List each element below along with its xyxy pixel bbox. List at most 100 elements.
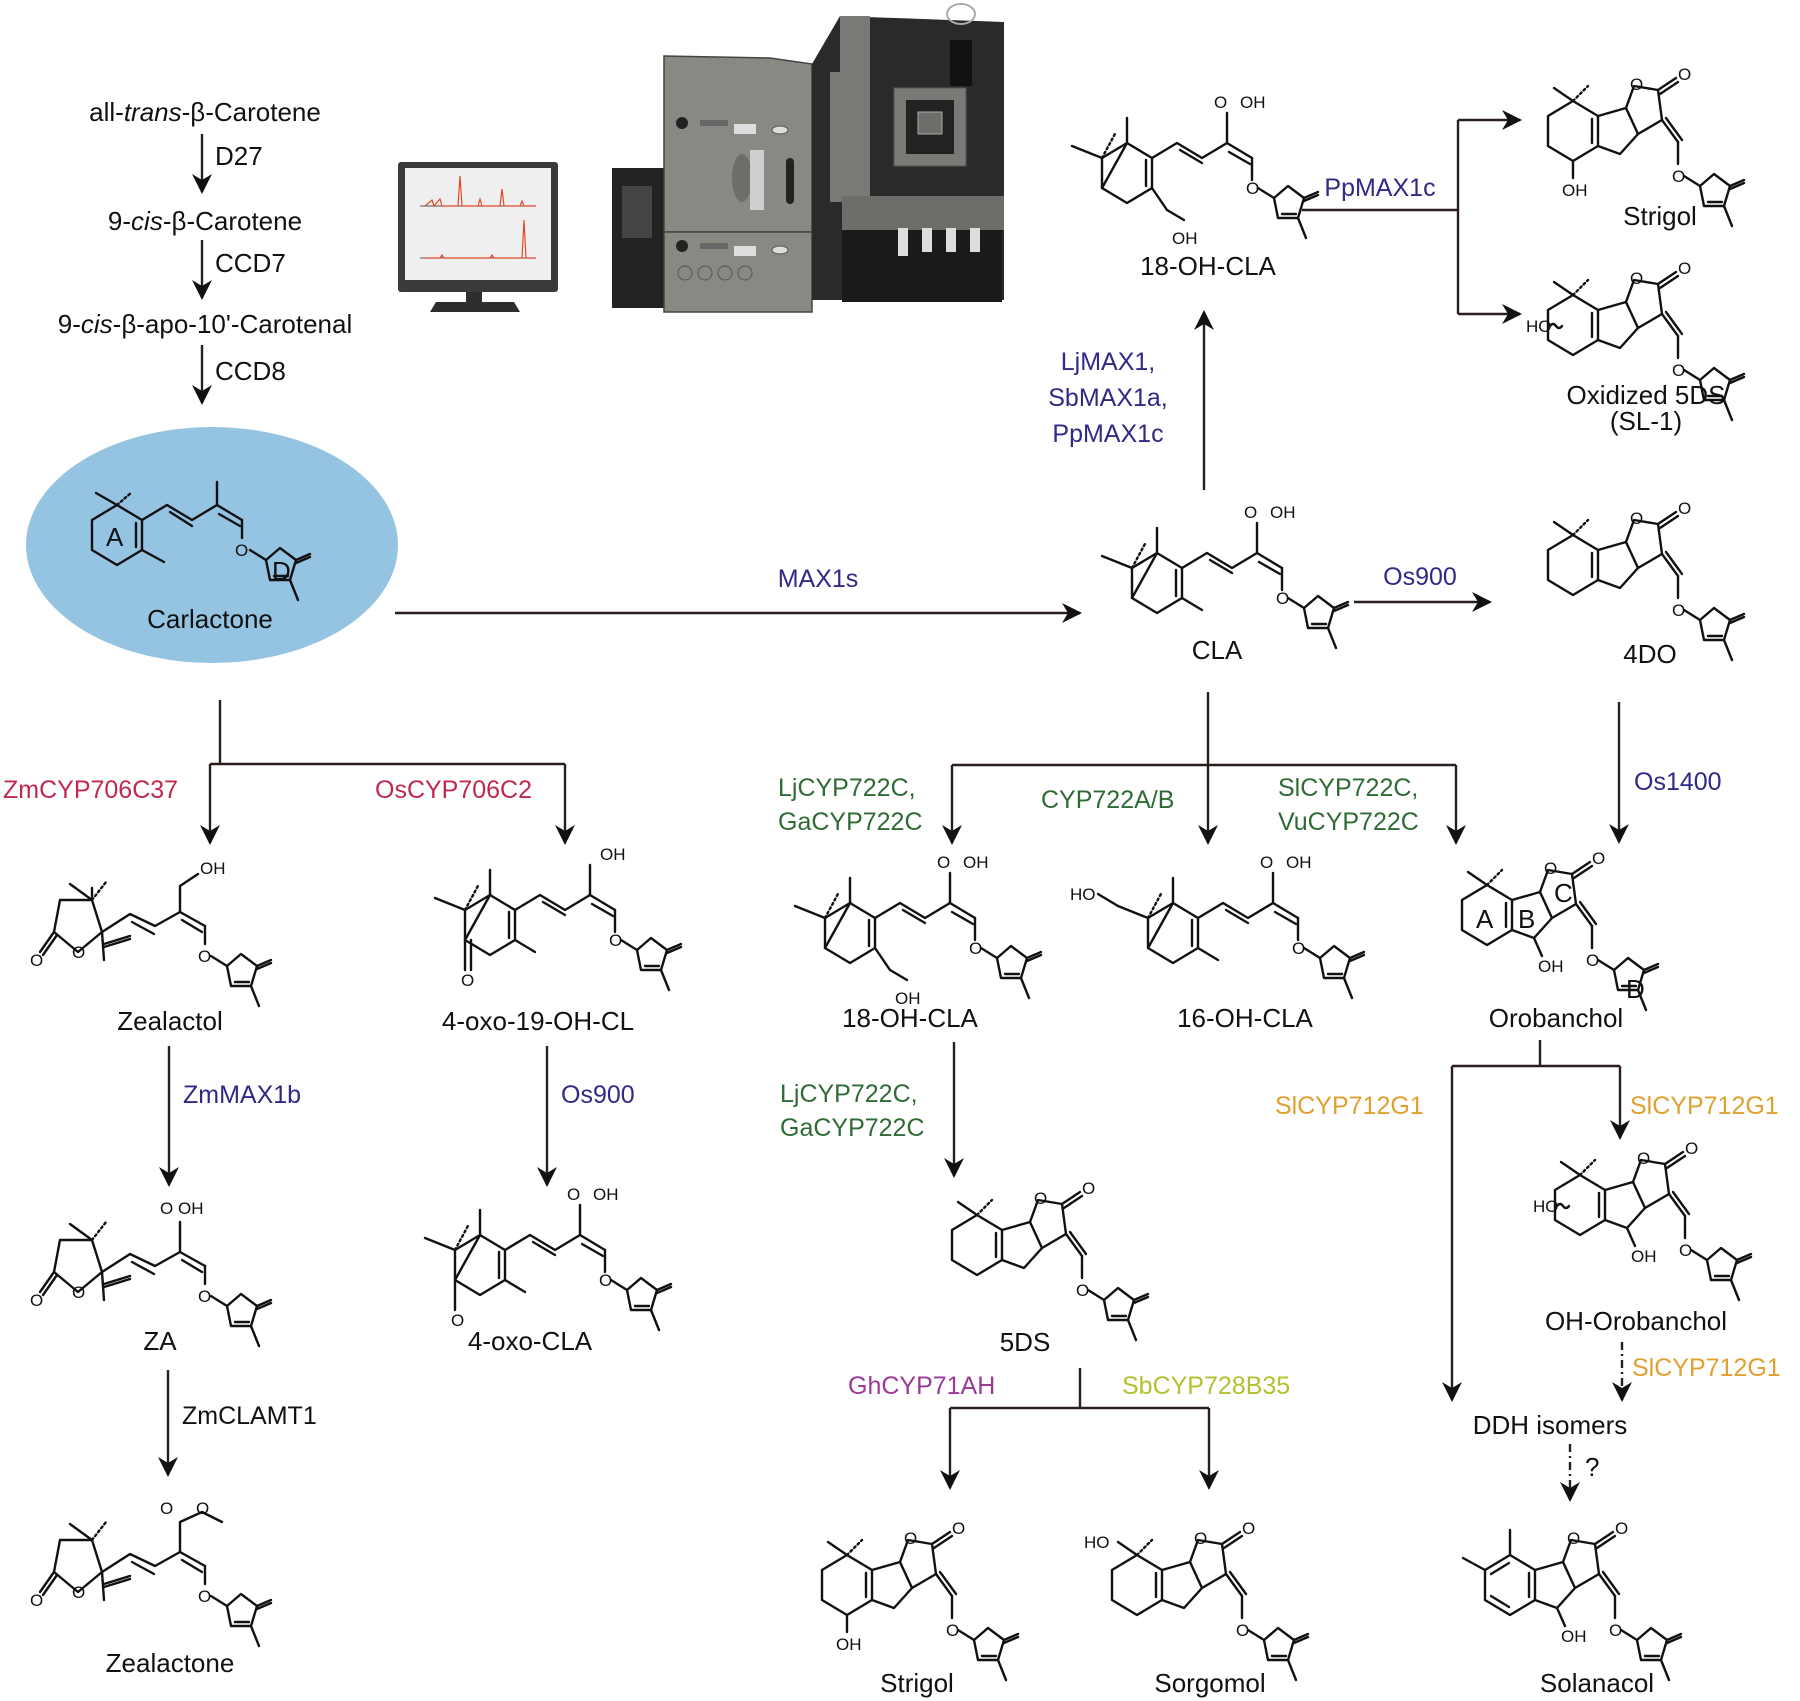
atom-o: O bbox=[1034, 1189, 1047, 1208]
atom-o: O bbox=[72, 1283, 85, 1302]
compound-zealactol: Zealactol bbox=[117, 1006, 223, 1036]
4-oxo-19-oh-cl-structure: O OH O bbox=[433, 845, 683, 992]
atom-oh: OH bbox=[836, 1635, 862, 1654]
compound-16-oh-cla: 16-OH-CLA bbox=[1177, 1003, 1313, 1033]
monitor bbox=[398, 162, 558, 312]
compound-9-cis-beta-apo-10-carotenal: 9-cis-β-apo-10'-Carotenal bbox=[58, 309, 353, 339]
atom-o: O bbox=[1244, 503, 1257, 522]
enzyme-os900-right: Os900 bbox=[1383, 563, 1457, 591]
atom-o: O bbox=[1678, 499, 1691, 518]
atom-oh: OH bbox=[1562, 181, 1588, 200]
strigol-bottom-structure: OH O O O bbox=[820, 1519, 1020, 1682]
enzyme-vucyp722c: VuCYP722C bbox=[1278, 808, 1419, 836]
enzyme-cyp722ab: CYP722A/B bbox=[1041, 786, 1174, 814]
enzyme-sbcyp728b35: SbCYP728B35 bbox=[1122, 1372, 1290, 1400]
atom-o: O bbox=[1592, 849, 1605, 868]
atom-o: O bbox=[1260, 853, 1273, 872]
enzyme-ccd7: CCD7 bbox=[215, 248, 286, 278]
atom-o: O bbox=[904, 1529, 917, 1548]
compound-solanacol: Solanacol bbox=[1540, 1668, 1654, 1698]
atom-o: O bbox=[1630, 75, 1643, 94]
enzyme-slcyp712g1-dashed: SlCYP712G1 bbox=[1632, 1354, 1781, 1382]
atom-o: O bbox=[1672, 361, 1685, 380]
ring-label-c: C bbox=[1554, 878, 1573, 908]
compound-4-oxo-cla: 4-oxo-CLA bbox=[468, 1326, 593, 1356]
atom-o: O bbox=[1609, 1621, 1622, 1640]
18-oh-cla-top-structure: OH O OH O bbox=[1070, 93, 1320, 248]
enzyme-gacyp722c-2: GaCYP722C bbox=[780, 1114, 925, 1142]
compound-18-oh-cla-mid: 18-OH-CLA bbox=[842, 1003, 978, 1033]
strigol-top-structure: OH O O O bbox=[1546, 65, 1746, 228]
atom-ho: HO bbox=[1533, 1197, 1559, 1216]
ms-unit bbox=[812, 3, 1004, 302]
atom-oh: OH bbox=[1631, 1247, 1657, 1266]
atom-oh: OH bbox=[895, 989, 921, 1008]
oxidized-5ds-structure: HO O O O bbox=[1526, 259, 1746, 422]
enzyme-ljcyp722c-2: LjCYP722C, bbox=[780, 1080, 918, 1108]
atom-o: O bbox=[160, 1199, 173, 1218]
atom-o: O bbox=[72, 1583, 85, 1602]
atom-o: O bbox=[160, 1499, 173, 1518]
atom-o: O bbox=[72, 943, 85, 962]
cla-structure: O OH O bbox=[1100, 503, 1350, 650]
enzyme-os900-left: Os900 bbox=[561, 1081, 635, 1109]
atom-o: O bbox=[198, 1287, 211, 1306]
atom-o: O bbox=[952, 1519, 965, 1538]
atom-o: O bbox=[30, 1291, 43, 1310]
atom-o: O bbox=[1214, 93, 1227, 112]
atom-oh: OH bbox=[1561, 1627, 1587, 1646]
enzyme-max1s: MAX1s bbox=[778, 565, 859, 593]
solanacol-structure: OH O O O bbox=[1461, 1519, 1683, 1682]
atom-oh: OH bbox=[200, 859, 226, 878]
precursor-chain: all-trans-β-Carotene D27 9-cis-β-Caroten… bbox=[58, 97, 353, 405]
monitor-stand bbox=[430, 302, 520, 312]
enzyme-zmmax1b: ZmMAX1b bbox=[183, 1081, 301, 1109]
oh-orobanchol-structure: HO OH O O O bbox=[1533, 1139, 1753, 1302]
enzyme-slcyp722c: SlCYP722C, bbox=[1278, 774, 1418, 802]
atom-ho: HO bbox=[1084, 1533, 1110, 1552]
atom-o: O bbox=[1082, 1179, 1095, 1198]
lc-module-stack bbox=[663, 55, 813, 313]
atom-o: O bbox=[969, 939, 982, 958]
atom-o: O bbox=[1194, 1529, 1207, 1548]
atom-o: O bbox=[1242, 1519, 1255, 1538]
enzyme-sbmax1a: SbMAX1a, bbox=[1048, 384, 1168, 412]
zealactol-structure: O O OH O bbox=[30, 859, 273, 1008]
5ds-structure: O O O bbox=[950, 1179, 1150, 1342]
4do-structure: O O O bbox=[1546, 499, 1746, 662]
atom-ho: HO bbox=[1526, 317, 1552, 336]
atom-o: O bbox=[196, 1499, 209, 1518]
atom-o: O bbox=[1678, 259, 1691, 278]
compound-oxidized-5ds: Oxidized 5DS bbox=[1567, 380, 1726, 410]
enzyme-ppmax1c-group: PpMAX1c bbox=[1052, 420, 1163, 448]
compound-za: ZA bbox=[143, 1326, 177, 1356]
carlactone-highlight bbox=[26, 427, 398, 663]
compound-oxidized-5ds-subtitle: (SL-1) bbox=[1610, 406, 1682, 436]
sorgomol-structure: HO O O O bbox=[1084, 1519, 1310, 1682]
enzyme-oscyp706c2: OsCYP706C2 bbox=[375, 776, 532, 804]
atom-o: O bbox=[1544, 859, 1557, 878]
enzyme-ghcyp71ah: GhCYP71AH bbox=[848, 1372, 995, 1400]
atom-oh: OH bbox=[1538, 957, 1564, 976]
atom-o: O bbox=[30, 951, 43, 970]
atom-o: O bbox=[1672, 167, 1685, 186]
unknown-step-marker: ? bbox=[1585, 1452, 1599, 1482]
enzyme-ppmax1c-top: PpMAX1c bbox=[1324, 174, 1435, 202]
atom-o: O bbox=[1630, 509, 1643, 528]
atom-o: O bbox=[1567, 1529, 1580, 1548]
atom-o: O bbox=[461, 971, 474, 990]
18-oh-cla-mid-structure: OH O OH O bbox=[793, 853, 1043, 1008]
enzyme-d27: D27 bbox=[215, 141, 263, 171]
compound-5ds: 5DS bbox=[1000, 1327, 1051, 1357]
compound-orobanchol: Orobanchol bbox=[1489, 1003, 1623, 1033]
4-oxo-cla-structure: O O OH O bbox=[423, 1185, 673, 1332]
atom-o: O bbox=[235, 541, 248, 560]
enzyme-zmclamt1: ZmCLAMT1 bbox=[182, 1402, 317, 1430]
atom-ho: HO bbox=[1070, 885, 1096, 904]
compound-all-trans-beta-carotene: all-trans-β-Carotene bbox=[89, 97, 321, 127]
atom-o: O bbox=[1246, 179, 1259, 198]
ring-label-a: A bbox=[106, 522, 124, 552]
atom-o: O bbox=[1276, 589, 1289, 608]
atom-o: O bbox=[30, 1591, 43, 1610]
orobanchol-structure: OH A B C O O O D bbox=[1460, 849, 1660, 1012]
